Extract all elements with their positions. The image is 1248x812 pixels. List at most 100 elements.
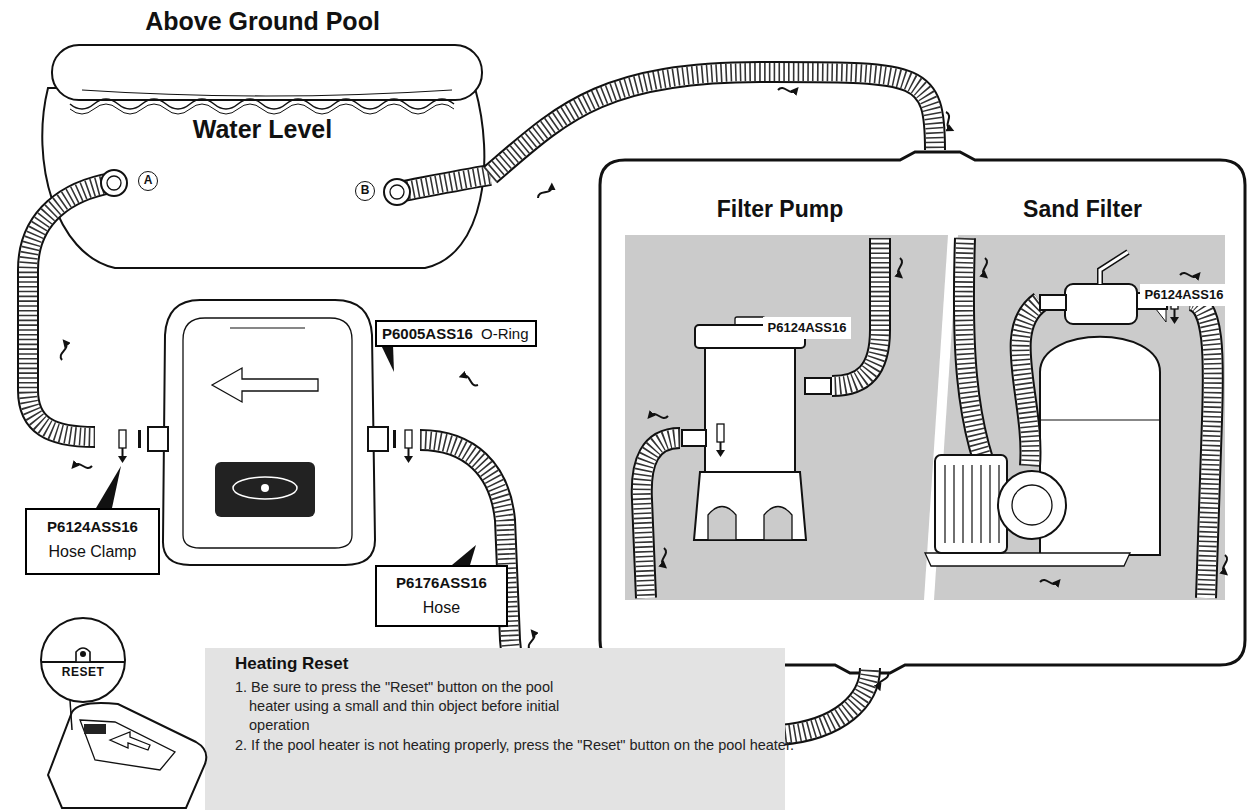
node-text: P6005ASS16 [382,325,478,342]
clamp-arrow [1170,317,1179,324]
hose [1021,302,1040,466]
hose-ribs [490,72,935,175]
callout-label: P6124ASS16 [1140,284,1228,306]
pool-rim [52,45,482,100]
pump-outlet [682,430,706,446]
flow-arrow [1223,555,1227,573]
node-text: P6176ASS16 [377,574,506,591]
pump-housing [998,471,1066,539]
hose-clamp [716,424,725,457]
inset-arrow [110,732,150,750]
node-text: P6124ASS16 [27,518,158,535]
hose-ribs [1190,300,1213,598]
node-text: P6124ASS16 [1140,287,1228,302]
callout-pointer [96,466,121,508]
hose [1190,300,1213,598]
node-text: Water Level [35,115,490,144]
hose [1190,300,1213,598]
button-label: RESET [45,665,121,681]
flow-arrow [537,185,553,200]
hose [490,72,935,175]
hose [398,175,490,192]
pool-fitting [107,176,121,190]
pump-inlet [805,378,831,394]
pump-base-plate [925,553,1130,566]
leader-line [70,700,72,730]
flow-arrow [1180,273,1198,277]
heater-body [163,300,375,565]
o-ring [393,430,396,448]
part-callout-box: P6005ASS16O-Ring [375,320,537,347]
pump-motor [935,455,1007,553]
note-panel: Heating Reset1. Be sure to press the "Re… [205,648,785,810]
clamp-arrow [118,456,127,463]
part-callout-box: P6124ASS16Hose Clamp [25,508,160,575]
valve-handle [1100,252,1128,284]
hose [490,72,935,175]
reset-button-dot [80,651,86,657]
heater-socket [368,427,388,451]
hose-clamp [404,430,413,463]
hose-connector [490,72,935,175]
inset-display [84,724,106,734]
callout-label: P6124ASS16 [763,317,851,339]
node-text: Heating Reset [235,654,535,674]
panel-node: Sand FilterP6124ASS16 [940,150,1225,600]
flow-arrow [778,88,796,92]
inset-edge-line [41,661,125,663]
valve-port [1040,295,1066,310]
hose-clamp [118,430,127,463]
hose [28,183,112,437]
node-text: Hose [377,599,506,617]
o-ring [138,430,141,448]
clamp-body [405,430,412,448]
multiport-valve [1065,284,1137,324]
part-callout-box: P6176ASS16Hose [375,565,508,627]
flow-arrow [1040,580,1058,584]
hose [28,183,112,437]
tank-band [1040,419,1160,420]
node-text: Above Ground Pool [35,7,490,36]
hose-ribs [832,238,880,386]
clamp-arrow [716,450,725,457]
node-text: Sand Filter [940,196,1225,223]
hose-ribs [28,183,112,437]
node-text: Hose Clamp [27,543,158,561]
hose-ribs [398,175,490,192]
flow-arrow [650,414,668,418]
motor-ribs [945,465,999,543]
hose [642,438,680,598]
heater-display-dot [261,484,269,492]
pump-lid [1012,485,1052,525]
flow-arrow [60,342,67,360]
pool-node: Above Ground PoolWater Level [35,5,490,275]
hose [1021,302,1040,466]
inset-heater-top [80,720,175,770]
node-text: P6124ASS16 [763,320,851,335]
panel-background [625,235,948,600]
hose [398,175,490,192]
flow-arrow [983,258,987,276]
pump-base [694,472,806,540]
reset-button [76,648,90,662]
node-text: 2. If the pool heater is not heating pro… [235,736,794,755]
hose [832,238,880,386]
flow-arrow [74,464,92,468]
pool-fitting [390,185,404,199]
hose [832,238,880,386]
clamp-body [717,424,724,442]
flow-arrow [898,258,902,276]
valve-handle [1100,252,1128,284]
rim-line [82,90,452,96]
filter-container [600,152,1245,673]
inset-heater [48,703,206,808]
pump-base-cutout [708,507,792,541]
node-text: Filter Pump [625,196,935,223]
hose-ribs [1021,302,1040,466]
clamp-body [119,430,126,448]
flow-arrow [461,374,479,387]
inset-circle [41,618,125,702]
callout-pointer [381,345,394,372]
water-line [70,104,454,114]
flow-arrow [662,548,666,566]
